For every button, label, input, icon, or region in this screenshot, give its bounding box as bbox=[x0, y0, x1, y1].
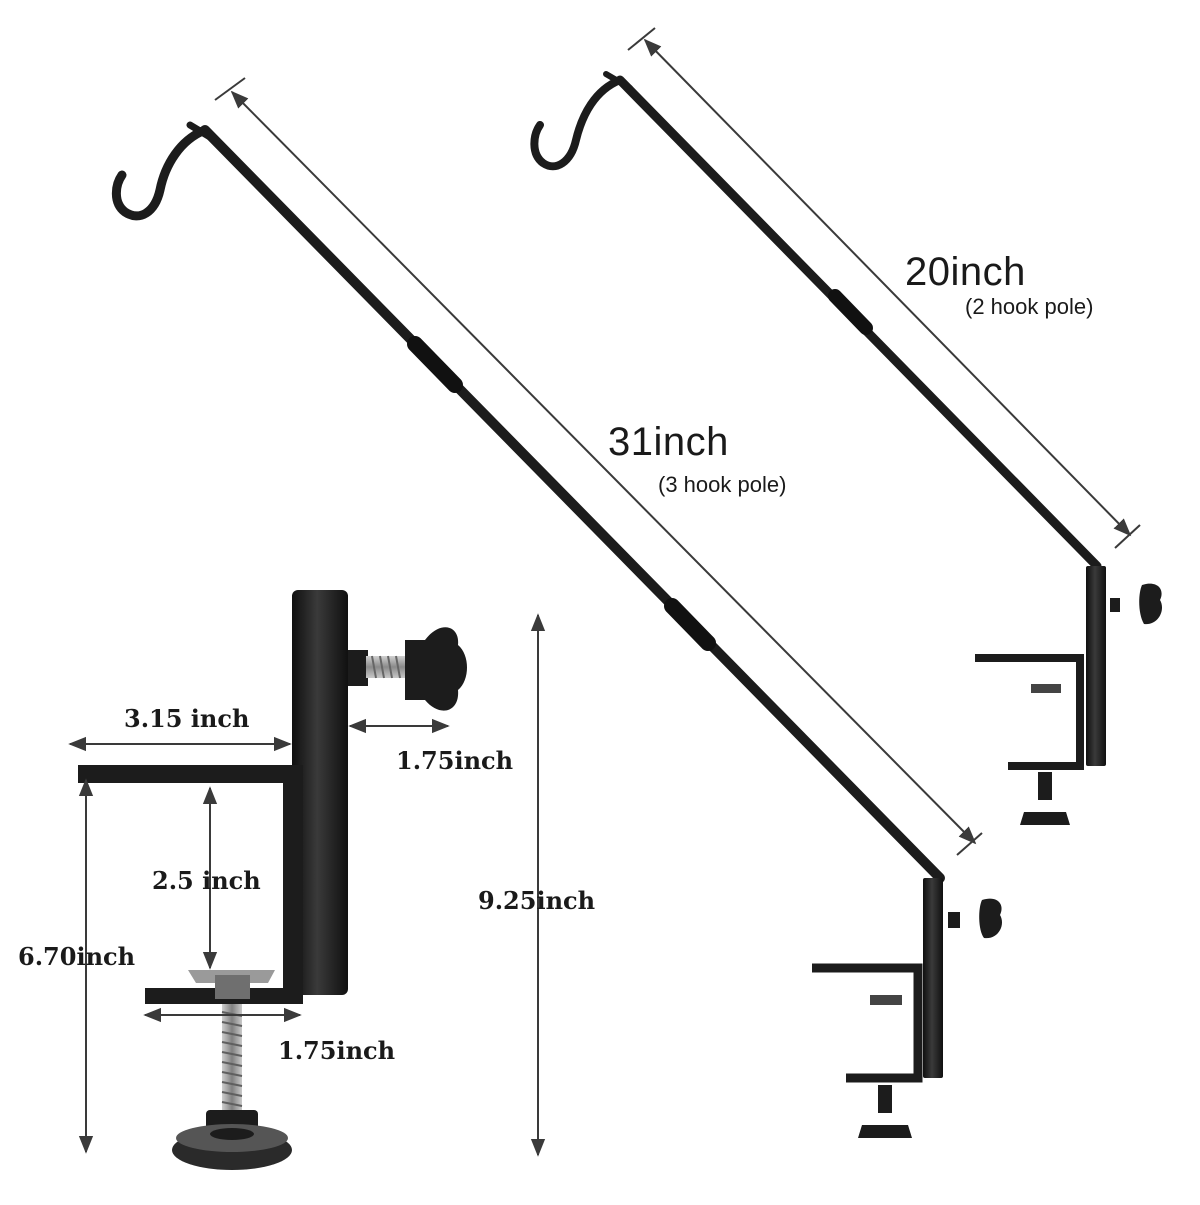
clamp-height-label: 6.70inch bbox=[18, 942, 136, 971]
long-pole-length: 31inch bbox=[608, 420, 729, 464]
opening-label: 2.5 inch bbox=[152, 866, 261, 895]
knob-offset-label: 1.75inch bbox=[396, 746, 514, 775]
dimension-lines bbox=[68, 27, 1141, 1157]
base-width-label: 1.75inch bbox=[278, 1036, 396, 1065]
arm-length-label: 3.15 inch bbox=[124, 704, 250, 733]
total-height-label: 9.25inch bbox=[478, 886, 596, 915]
short-pole-length: 20inch bbox=[905, 250, 1026, 294]
clamp-detail bbox=[78, 590, 467, 1170]
short-pole-note: (2 hook pole) bbox=[965, 294, 1094, 319]
long-pole-note: (3 hook pole) bbox=[658, 472, 787, 497]
